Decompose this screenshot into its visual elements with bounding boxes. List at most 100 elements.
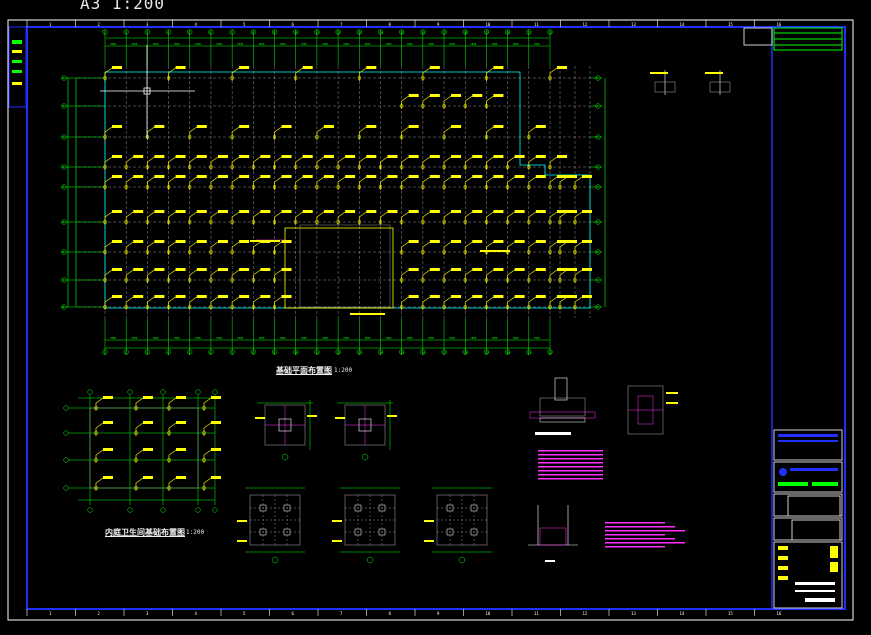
footing-tag — [408, 175, 419, 178]
footing-pad — [484, 104, 488, 108]
footing-leader — [253, 211, 261, 218]
ruler-label: 1 — [49, 611, 52, 616]
ruler-label: 7 — [340, 22, 343, 27]
row-bubble — [595, 134, 601, 140]
footing-leader — [559, 241, 568, 248]
row-bubble — [61, 103, 67, 109]
column-bubble — [160, 507, 166, 513]
footing-tag — [451, 175, 462, 178]
row-bubble — [63, 457, 69, 463]
footing-leader — [465, 176, 473, 183]
label-bar — [335, 417, 345, 419]
footing-tag — [154, 240, 165, 243]
note-line — [538, 458, 603, 460]
column-label: 4 — [167, 351, 169, 355]
footing-tag — [154, 268, 165, 271]
footing-leader — [359, 176, 367, 183]
dim-text: 7800 — [301, 42, 308, 46]
column-label: 20 — [506, 351, 510, 355]
footing-tag — [175, 175, 186, 178]
row-bubble — [595, 304, 601, 310]
footing-leader — [443, 156, 452, 163]
footing-leader — [486, 269, 494, 276]
footing-leader — [168, 296, 176, 303]
footing-leader — [465, 156, 473, 163]
footing-tag — [133, 175, 144, 178]
dim-text: 7800 — [110, 336, 117, 340]
footing-pad — [230, 305, 234, 309]
column-bubble — [462, 29, 468, 35]
footing-pad — [463, 165, 467, 169]
footing-pad — [400, 135, 404, 139]
footing-tag — [112, 295, 122, 298]
pile-cap — [446, 528, 454, 536]
footing-leader — [104, 241, 113, 248]
footing-tag — [429, 94, 440, 97]
pile-cap — [283, 528, 291, 536]
footing-tag — [196, 240, 207, 243]
footing-leader — [189, 269, 197, 276]
column-bubble — [123, 29, 129, 35]
footing-pad — [315, 135, 319, 139]
footing-leader — [507, 269, 515, 276]
footing-pad — [573, 185, 577, 189]
drawing-frame — [26, 26, 846, 610]
column-label: 5 — [188, 31, 190, 35]
footing-leader — [316, 211, 325, 218]
footing-leader — [95, 449, 104, 456]
note-line — [605, 538, 675, 540]
footing-pad — [463, 305, 467, 309]
footing-tag — [557, 210, 567, 213]
ruler-label: 15 — [728, 611, 733, 616]
building-outline — [104, 71, 591, 309]
footing-leader — [422, 269, 431, 276]
section-detail-1 — [529, 377, 603, 480]
note-line — [538, 478, 603, 480]
dim-text: 7800 — [280, 42, 287, 46]
footing-leader — [443, 269, 452, 276]
footing-tag — [196, 175, 207, 178]
ruler-label: 3 — [146, 22, 149, 27]
footing-pad — [230, 278, 234, 282]
note-line — [538, 462, 603, 464]
footing-leader — [126, 156, 134, 163]
dim-text: 7800 — [428, 336, 435, 340]
footing-leader — [126, 241, 134, 248]
footing-leader — [126, 269, 134, 276]
pile-cap — [283, 504, 291, 512]
dim-text: 7800 — [131, 336, 138, 340]
column-bubble — [250, 29, 256, 35]
footing-pad — [251, 185, 255, 189]
footing-leader — [168, 211, 176, 218]
footing-leader — [574, 241, 583, 248]
column-bubble — [547, 349, 553, 355]
note-line — [538, 454, 603, 456]
footing-leader — [443, 296, 452, 303]
dim-text: 7800 — [152, 42, 159, 46]
dim-text: 7800 — [258, 42, 265, 46]
footing-leader — [231, 269, 240, 276]
footing-pad — [251, 165, 255, 169]
footing-pad — [463, 104, 467, 108]
footing-tag — [143, 421, 153, 424]
dim-text: 7800 — [258, 336, 265, 340]
dim-text: 7800 — [216, 336, 223, 340]
footing-pad — [273, 165, 276, 169]
footing-leader — [168, 422, 177, 429]
footing-pad — [209, 220, 213, 224]
footing-pad — [442, 135, 446, 139]
label-bar — [307, 415, 317, 417]
footing-pad — [167, 165, 171, 169]
footing-pad — [484, 165, 488, 169]
footing-tag — [535, 155, 546, 158]
footing-leader — [507, 156, 515, 163]
footing-pad — [463, 250, 467, 254]
label-bar — [332, 540, 342, 542]
footing-tag — [408, 125, 419, 128]
footing-pad — [294, 76, 298, 80]
courtyard-inner — [299, 224, 391, 308]
footing-pad — [103, 220, 107, 224]
footing-tag — [493, 125, 504, 128]
footing-tag — [345, 155, 356, 158]
